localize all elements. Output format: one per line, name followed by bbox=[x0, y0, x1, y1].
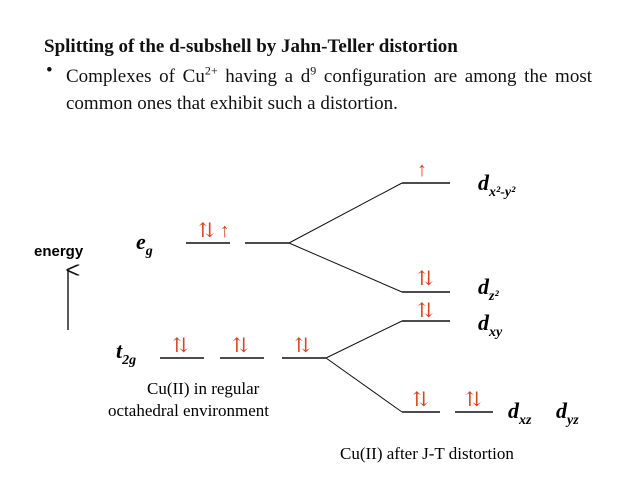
dxy-label: dxy bbox=[478, 310, 503, 340]
t2g-electrons-3: ⇅ bbox=[294, 335, 311, 357]
bullet-text-part2: having a d bbox=[217, 66, 311, 87]
energy-label: energy bbox=[34, 243, 84, 260]
bullet-text-part3: configuration are among the most common … bbox=[66, 66, 592, 114]
correlation-line-eg-down bbox=[288, 242, 403, 293]
correlation-line-t2g-up bbox=[325, 320, 403, 359]
dxz-label: dxz bbox=[508, 398, 532, 428]
charge-superscript: 2+ bbox=[204, 63, 218, 78]
dyz-label: dyz bbox=[556, 398, 579, 428]
caption-distorted: Cu(II) after J-T distortion bbox=[340, 444, 514, 463]
dz2-label: dz² bbox=[478, 274, 499, 304]
bullet-text: Complexes of Cu2+ having a d9 configurat… bbox=[66, 63, 592, 117]
t2g-electrons-1: ⇅ bbox=[172, 335, 189, 357]
slide-title: Splitting of the d-subshell by Jahn-Tell… bbox=[44, 36, 458, 57]
correlation-line-eg-up bbox=[288, 182, 403, 244]
dyz-electrons: ⇅ bbox=[465, 389, 482, 411]
eg-label: eg bbox=[136, 229, 153, 259]
dx2y2-label: dx²-y² bbox=[478, 170, 516, 200]
config-superscript: 9 bbox=[310, 63, 317, 78]
dxy-electrons: ⇅ bbox=[417, 300, 434, 322]
t2g-label: t2g bbox=[116, 338, 136, 368]
bullet-marker: • bbox=[46, 60, 53, 81]
caption-regular-line1: Cu(II) in regular bbox=[147, 379, 260, 398]
dx2y2-electrons: ↑ bbox=[417, 159, 427, 181]
eg-electrons: ⇅ ↑ bbox=[198, 220, 230, 242]
caption-regular-line2: octahedral environment bbox=[108, 401, 269, 420]
correlation-line-t2g-down bbox=[325, 357, 403, 413]
dxz-electrons: ⇅ bbox=[412, 389, 429, 411]
bullet-text-part1: Complexes of Cu bbox=[66, 66, 205, 87]
dz2-electrons: ⇅ bbox=[417, 268, 434, 290]
t2g-electrons-2: ⇅ bbox=[232, 335, 249, 357]
